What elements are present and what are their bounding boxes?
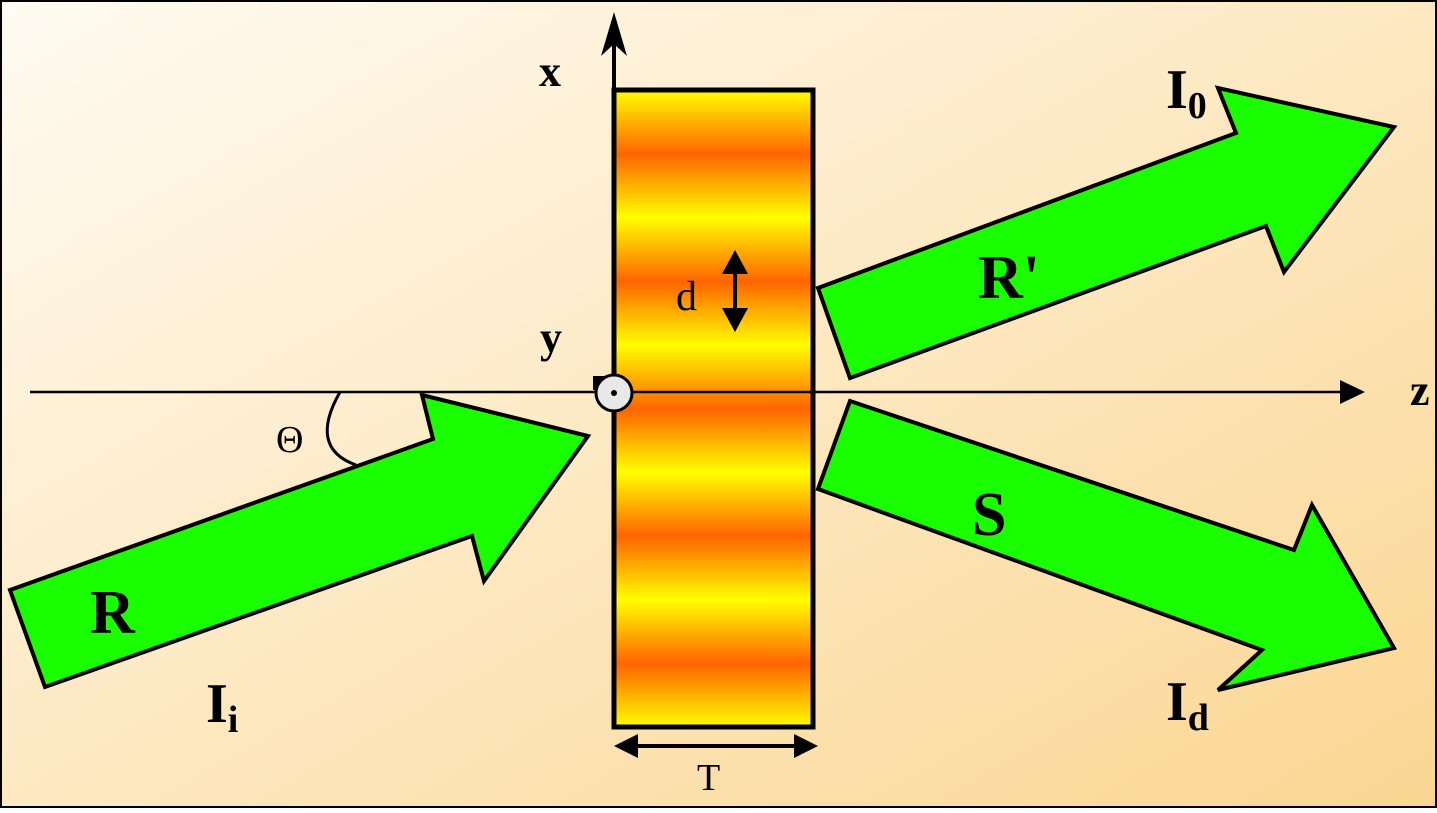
grating-slab: [611, 87, 816, 730]
z-axis-label: z: [1410, 366, 1430, 415]
beam-R-label: R: [90, 579, 136, 647]
beam-R-arrow: [7, 392, 592, 690]
fringe-spacing-arrow: [722, 250, 748, 332]
x-axis-arrowhead: [601, 12, 627, 56]
z-axis: [30, 380, 1365, 404]
y-axis-out-of-page-symbol: [593, 373, 634, 413]
angle-label: Θ: [276, 419, 303, 461]
x-axis: [601, 12, 627, 90]
fringe-band: [614, 344, 813, 473]
beam-R-prime-label: R': [978, 244, 1040, 312]
angle-arc: [325, 391, 357, 467]
thickness-label: T: [697, 757, 720, 799]
fringe-spacing-label: d: [676, 274, 697, 320]
intensity-zero-label: I0: [1166, 59, 1207, 127]
beam-S-label: S: [972, 481, 1006, 549]
beam-S-arrow: [815, 398, 1398, 692]
thickness-arrow: [614, 734, 818, 758]
fringe-band: [614, 472, 813, 601]
fringe-band: [614, 90, 813, 218]
x-axis-label: x: [539, 47, 561, 96]
intensity-diffracted-label: Id: [1166, 671, 1209, 739]
intensity-incident-label: Ii: [206, 673, 238, 741]
z-axis-arrowhead: [1340, 380, 1365, 404]
beam-R-prime-arrow: [815, 85, 1398, 381]
y-axis-label: y: [540, 313, 562, 362]
fringe-band: [614, 217, 813, 346]
fringe-pattern: [614, 90, 813, 728]
fringe-band: [614, 599, 813, 728]
